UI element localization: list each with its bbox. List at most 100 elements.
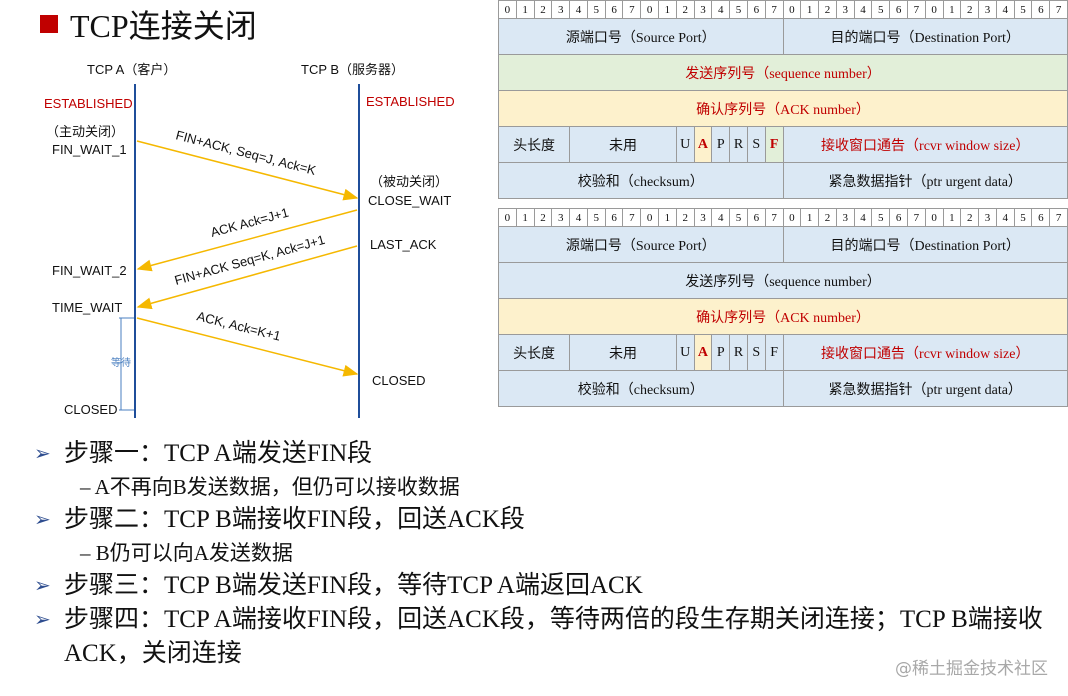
bit-cell: 6 <box>604 0 624 19</box>
bit-cell: 3 <box>551 208 571 227</box>
bit-cell: 2 <box>818 0 837 19</box>
state-a-established: ESTABLISHED <box>44 96 133 111</box>
state-fin-wait-2: FIN_WAIT_2 <box>52 263 127 278</box>
bit-cell: 1 <box>658 0 677 19</box>
flag-rst: R <box>729 334 748 371</box>
arrow-bullet-icon: ➢ <box>34 575 51 597</box>
bit-cell: 3 <box>978 0 997 19</box>
bit-ruler-row: 0 1 2 3 4 5 6 7 0 1 2 3 4 5 6 7 0 1 2 3 … <box>498 0 1068 19</box>
field-source-port: 源端口号（Source Port） <box>498 18 784 55</box>
field-window-size: 接收窗口通告（rcvr window size） <box>782 126 1068 163</box>
flag-urg: U <box>675 126 695 163</box>
arrow-fin-a-to-b <box>136 140 359 201</box>
flag-psh: P <box>711 126 731 163</box>
bit-cell: 6 <box>1031 0 1051 19</box>
bit-cell: 7 <box>906 0 926 19</box>
bit-cell: 6 <box>746 0 766 19</box>
bit-cell: 5 <box>1013 0 1033 19</box>
field-unused: 未用 <box>569 126 677 163</box>
arrow-ack-b-to-a <box>136 209 358 272</box>
field-ack-number: 确认序列号（ACK number） <box>498 90 1068 127</box>
bit-cell: 1 <box>515 208 535 227</box>
bit-cell: 1 <box>800 208 820 227</box>
bit-cell: 4 <box>569 0 588 19</box>
state-time-wait: TIME_WAIT <box>52 300 122 315</box>
arrow-bullet-icon: ➢ <box>34 509 51 531</box>
flag-syn: S <box>746 334 766 371</box>
bit-cell: 4 <box>711 0 731 19</box>
step-1-detail: – A不再向B发送数据，但仍可以接收数据 <box>34 471 1054 503</box>
bit-cell: 7 <box>622 0 642 19</box>
arrow-ack-a-to-b <box>136 317 359 377</box>
state-b-closed: CLOSED <box>372 373 425 388</box>
field-ack-number: 确认序列号（ACK number） <box>498 298 1068 335</box>
bit-cell: 6 <box>889 0 908 19</box>
bit-cell: 3 <box>835 0 855 19</box>
step-2-sub-text: B仍可以向A发送数据 <box>95 541 293 565</box>
bit-cell: 1 <box>942 208 962 227</box>
bit-cell: 6 <box>746 208 766 227</box>
bit-cell: 3 <box>551 0 571 19</box>
step-4: ➢ 步骤四：TCP A端接收FIN段，回送ACK段，等待两倍的段生存期关闭连接；… <box>34 603 1054 671</box>
bit-cell: 2 <box>533 0 553 19</box>
msg-ack-1: ACK Ack=J+1 <box>209 205 290 240</box>
bit-cell: 7 <box>622 208 642 227</box>
field-dest-port: 目的端口号（Destination Port） <box>782 18 1068 55</box>
bit-cell: 0 <box>924 0 944 19</box>
step-list: ➢ 步骤一：TCP A端发送FIN段 – A不再向B发送数据，但仍可以接收数据 … <box>34 437 1054 671</box>
field-dest-port: 目的端口号（Destination Port） <box>782 226 1068 263</box>
field-sequence-number: 发送序列号（sequence number） <box>498 262 1068 299</box>
bit-cell: 6 <box>604 208 624 227</box>
step-1-text: 步骤一：TCP A端发送FIN段 <box>64 440 373 467</box>
arrow-fin-b-to-a <box>136 245 358 310</box>
bit-cell: 2 <box>675 208 695 227</box>
slide-title: TCP连接关闭 <box>40 4 257 44</box>
flag-syn: S <box>746 126 766 163</box>
flag-ack: A <box>693 334 713 371</box>
host-a-label: TCP A（客户） <box>87 62 176 77</box>
bit-ruler-row: 0 1 2 3 4 5 6 7 0 1 2 3 4 5 6 7 0 1 2 3 … <box>498 208 1068 227</box>
title-text: TCP连接关闭 <box>70 8 257 44</box>
field-checksum: 校验和（checksum） <box>498 370 784 407</box>
arrow-bullet-icon: ➢ <box>34 443 51 465</box>
bit-cell: 5 <box>871 208 891 227</box>
bit-cell: 4 <box>711 208 731 227</box>
msg-fin-ack-1: FIN+ACK, Seq=J, Ack=K <box>174 127 318 178</box>
bit-cell: 7 <box>1049 208 1068 227</box>
bit-cell: 7 <box>1049 0 1068 19</box>
field-header-length: 头长度 <box>497 334 571 371</box>
bit-cell: 5 <box>729 0 748 19</box>
bit-cell: 2 <box>675 0 695 19</box>
bit-cell: 1 <box>942 0 962 19</box>
bit-cell: 3 <box>693 0 713 19</box>
state-fin-wait-1: FIN_WAIT_1 <box>52 142 127 157</box>
msg-ack-2: ACK, Ack=K+1 <box>195 308 282 343</box>
bit-cell: 7 <box>906 208 926 227</box>
bit-cell: 0 <box>640 0 660 19</box>
note-active-close: （主动关闭） <box>46 124 124 139</box>
flag-psh: P <box>711 334 731 371</box>
title-bullet-square <box>40 15 58 33</box>
bit-cell: 2 <box>960 0 980 19</box>
host-b-label: TCP B（服务器） <box>301 62 404 77</box>
wait-label: 等待 <box>111 356 131 369</box>
bit-cell: 5 <box>586 208 606 227</box>
bit-cell: 5 <box>1013 208 1033 227</box>
dash-bullet: – <box>80 541 96 565</box>
bit-cell: 0 <box>640 208 660 227</box>
bit-cell: 0 <box>498 208 517 227</box>
tcp-header-table-1: 0 1 2 3 4 5 6 7 0 1 2 3 4 5 6 7 0 1 2 3 … <box>497 0 1068 199</box>
step-4-text: 步骤四：TCP A端接收FIN段，回送ACK段，等待两倍的段生存期关闭连接；TC… <box>64 606 1043 667</box>
state-a-closed: CLOSED <box>64 402 117 417</box>
field-header-length: 头长度 <box>497 126 571 163</box>
bit-cell: 0 <box>782 0 802 19</box>
bit-cell: 4 <box>853 208 873 227</box>
bit-cell: 5 <box>586 0 606 19</box>
field-source-port: 源端口号（Source Port） <box>498 226 784 263</box>
step-2-detail: – B仍可以向A发送数据 <box>34 537 1054 569</box>
bit-cell: 3 <box>978 208 997 227</box>
msg-fin-ack-2: FIN+ACK Seq=K, Ack=J+1 <box>173 232 327 288</box>
bit-cell: 6 <box>1031 208 1051 227</box>
bit-cell: 4 <box>995 0 1015 19</box>
bit-cell: 4 <box>853 0 873 19</box>
